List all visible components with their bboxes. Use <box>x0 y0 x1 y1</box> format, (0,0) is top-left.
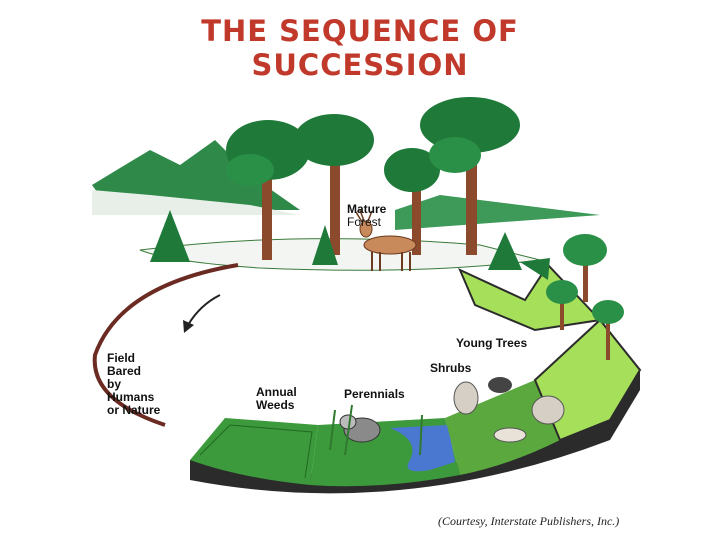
label-mature-forest-line2: Forest <box>347 215 382 229</box>
image-credit: (Courtesy, Interstate Publishers, Inc.) <box>438 514 620 528</box>
young-trees <box>546 234 624 360</box>
label-field-line5: or Nature <box>107 403 161 417</box>
label-annual-weeds: Annual Weeds <box>256 386 297 412</box>
raccoon-icon <box>339 414 381 443</box>
label-field-line1: Field <box>107 351 136 365</box>
label-field-line4: Humans <box>107 390 155 404</box>
label-field-bared: Field Bared by Humans or Nature <box>107 352 160 417</box>
deer-icon <box>355 209 417 271</box>
label-mature-forest-line1: Mature <box>347 202 387 216</box>
label-perennials: Perennials <box>344 387 405 401</box>
return-arrow <box>92 263 239 427</box>
mountains <box>92 140 600 230</box>
label-young-trees: Young Trees <box>456 336 528 350</box>
succession-ring <box>190 258 642 494</box>
label-mature-forest: Mature Forest <box>347 203 386 229</box>
perennial-plants <box>329 404 423 456</box>
shrubs-area <box>453 377 565 443</box>
label-field-line2: Bared <box>107 364 142 378</box>
label-annual-weeds-line2: Weeds <box>256 398 295 412</box>
mature-forest-trees <box>150 97 522 270</box>
label-field-line3: by <box>107 377 122 391</box>
diagram-title-line1: THE SEQUENCE OF <box>201 14 519 48</box>
diagram-title-line2: SUCCESSION <box>251 48 469 82</box>
label-annual-weeds-line1: Annual <box>256 385 297 399</box>
label-shrubs: Shrubs <box>430 361 472 375</box>
